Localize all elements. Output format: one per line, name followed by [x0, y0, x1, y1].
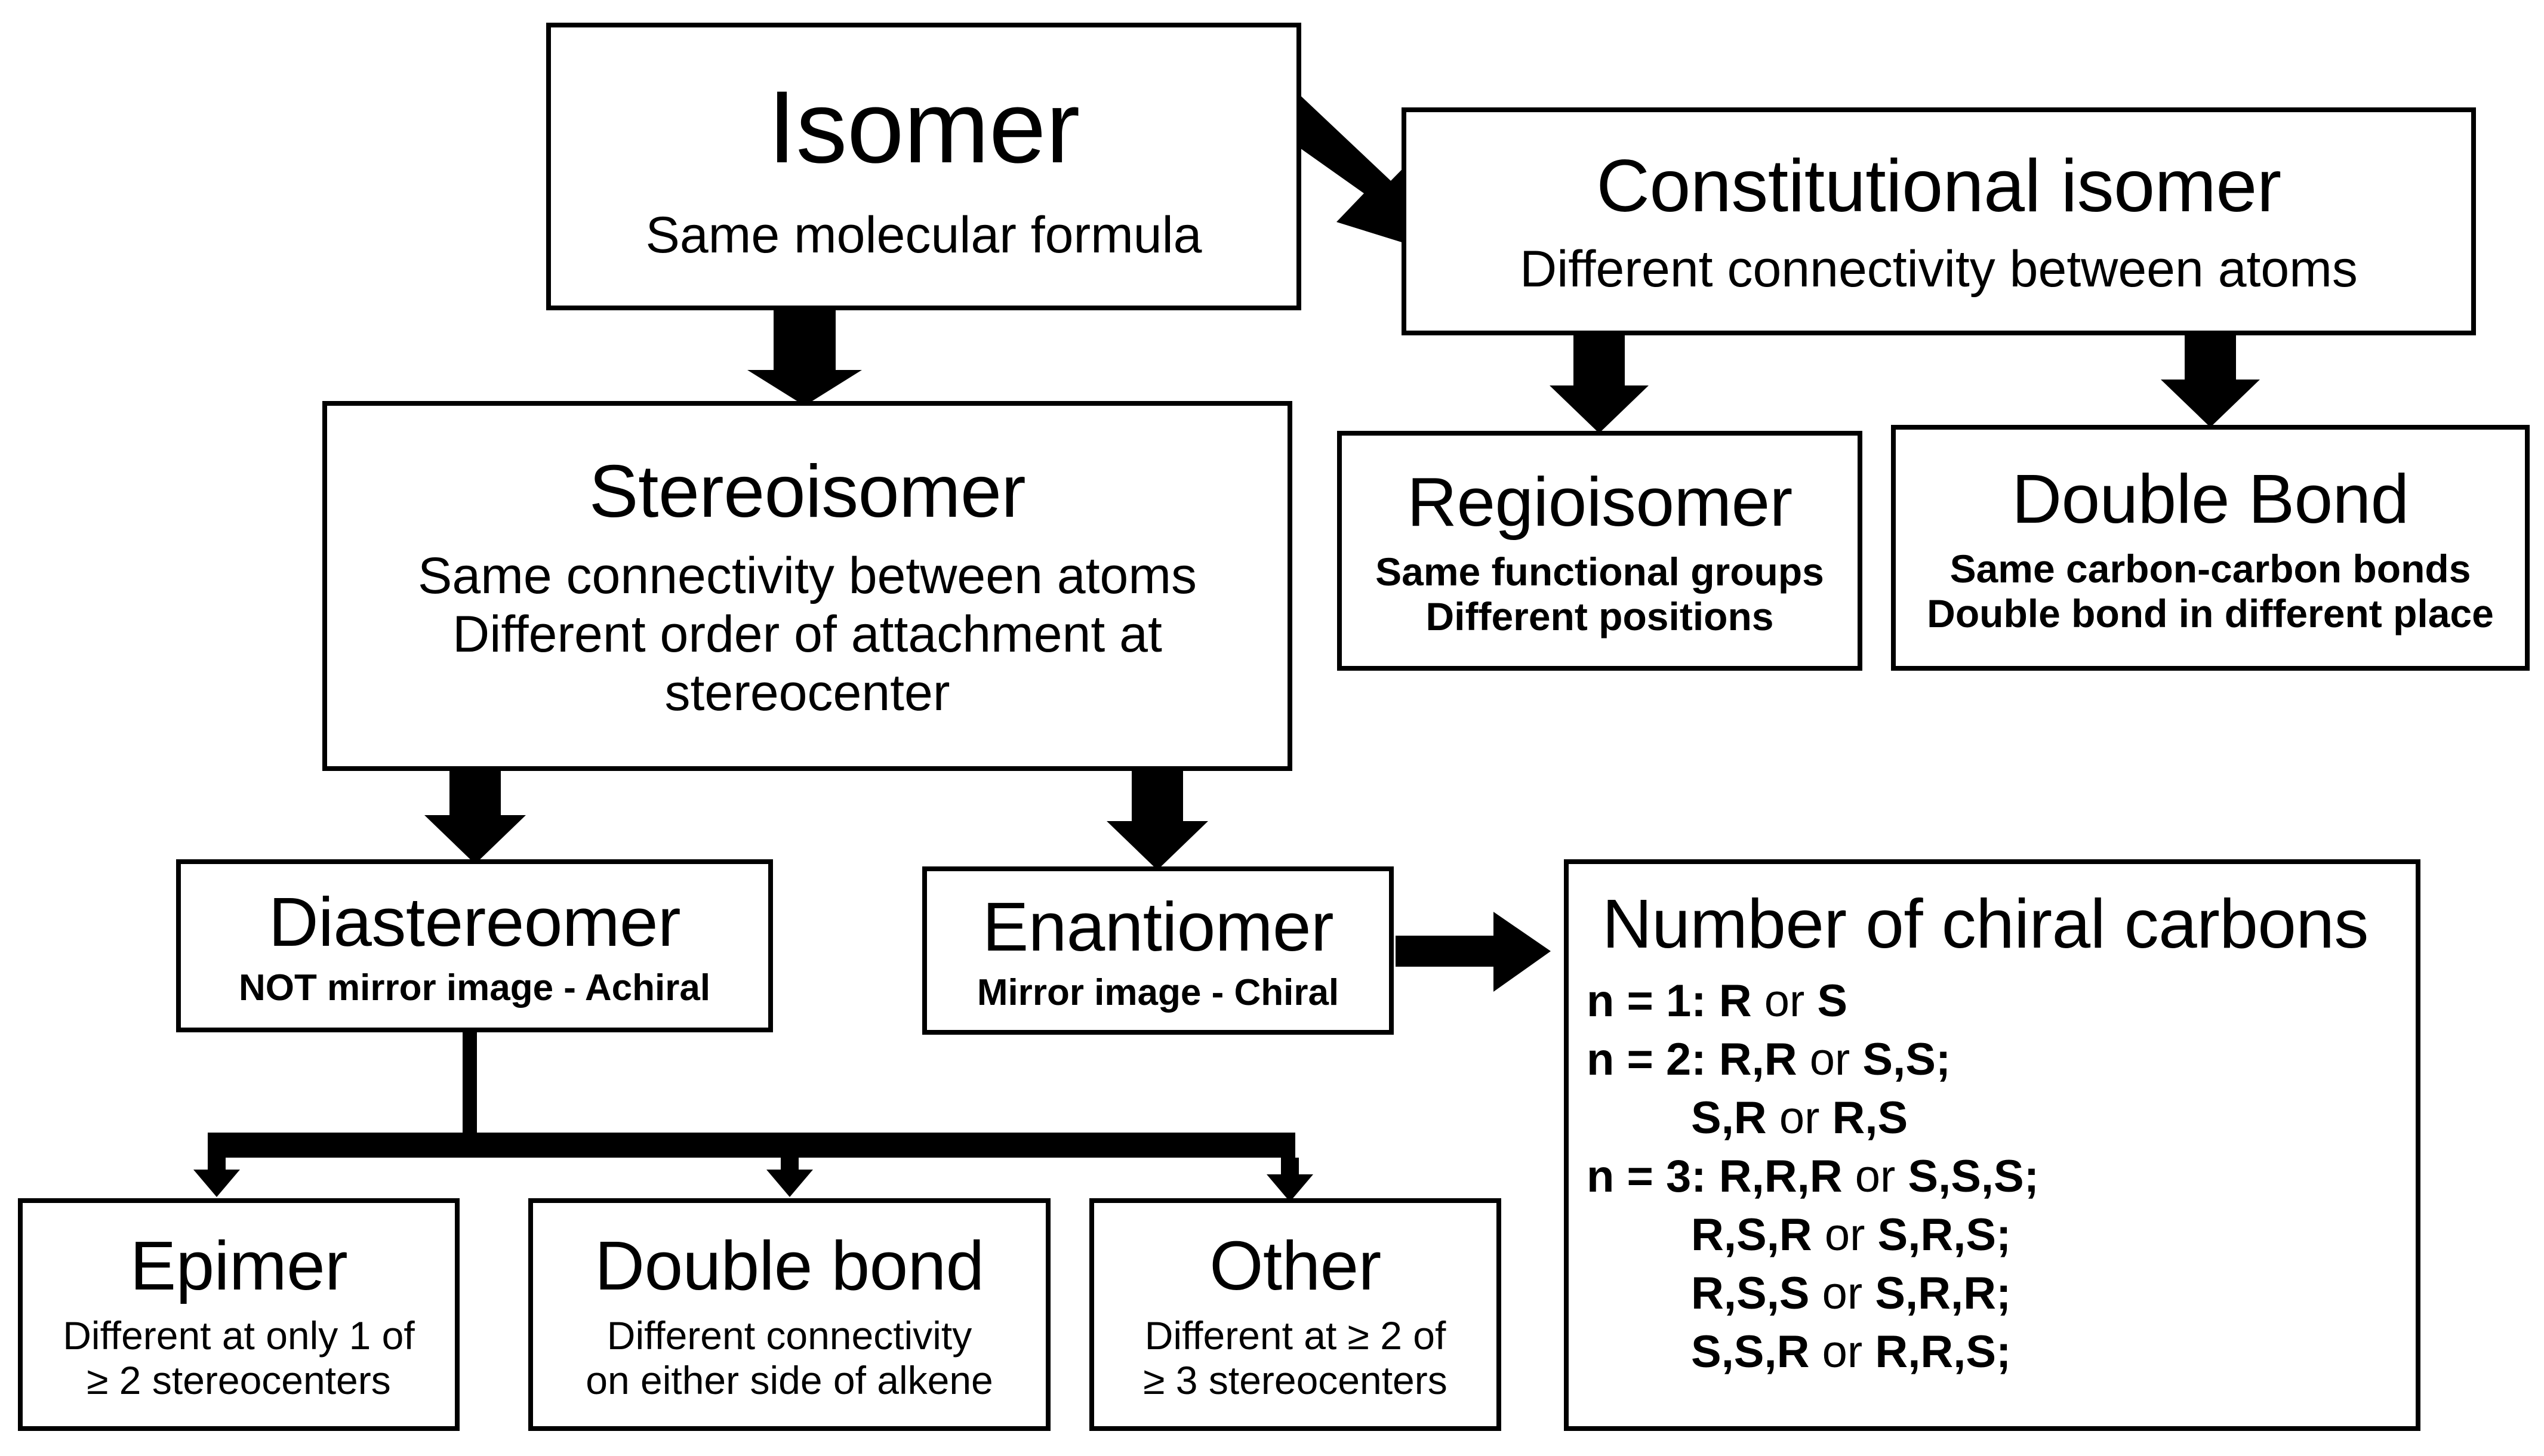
- node-isomer-title: Isomer: [768, 69, 1080, 184]
- chiral-config-line: n = 1: R or S: [1587, 979, 2039, 1024]
- node-enantiomer[interactable]: Enantiomer Mirror image - Chiral: [922, 866, 1394, 1035]
- node-double-bond-diastereomer-subtitle-1: Different connectivity: [606, 1313, 972, 1358]
- node-stereoisomer-subtitle-3: stereocenter: [664, 664, 950, 721]
- chiral-config-prefix: n = 2: R,R: [1587, 1034, 1810, 1085]
- chiral-config-suffix: R,R,S;: [1862, 1327, 2012, 1378]
- node-isomer[interactable]: Isomer Same molecular formula: [546, 23, 1301, 310]
- chiral-config-connector: or: [1809, 1034, 1850, 1085]
- node-epimer-subtitle-2: ≥ 2 stereocenters: [87, 1358, 391, 1403]
- chiral-config-prefix: S,R: [1691, 1093, 1779, 1144]
- arrow-isomer-to-stereoisomer: [747, 310, 862, 406]
- node-regioisomer-subtitle-1: Same functional groups: [1375, 549, 1824, 594]
- node-enantiomer-title: Enantiomer: [982, 887, 1334, 965]
- node-double-bond-diastereomer-subtitle-2: on either side of alkene: [586, 1358, 993, 1403]
- chiral-config-suffix: S,R,S;: [1865, 1210, 2012, 1261]
- arrow-constitutional-to-regioisomer: [1550, 335, 1649, 433]
- chiral-config-suffix: S,S,S;: [1895, 1151, 2040, 1202]
- node-stereoisomer-subtitle-1: Same connectivity between atoms: [418, 547, 1197, 604]
- chiral-config-connector: or: [1764, 976, 1805, 1027]
- node-other[interactable]: Other Different at ≥ 2 of ≥ 3 stereocent…: [1089, 1198, 1501, 1431]
- node-epimer-title: Epimer: [130, 1226, 348, 1304]
- node-constitutional-isomer-title: Constitutional isomer: [1596, 145, 2281, 228]
- node-chiral-carbons-title: Number of chiral carbons: [1602, 885, 2369, 963]
- node-other-title: Other: [1209, 1226, 1381, 1304]
- arrow-enantiomer-to-chiral-carbons: [1396, 912, 1551, 992]
- arrow-constitutional-to-double-bond: [2161, 335, 2260, 427]
- chiral-config-prefix: S,S,R: [1691, 1327, 1822, 1378]
- arrow-stereoisomer-to-enantiomer: [1107, 771, 1208, 870]
- chiral-config-connector: or: [1822, 1327, 1863, 1378]
- chiral-config-prefix: n = 3: R,R,R: [1587, 1151, 1855, 1202]
- node-double-bond-constitutional-title: Double Bond: [2012, 459, 2409, 538]
- node-diastereomer-title: Diastereomer: [268, 883, 681, 961]
- node-double-bond-constitutional-subtitle-2: Double bond in different place: [1927, 591, 2494, 636]
- chiral-config-line: S,S,R or R,R,S;: [1691, 1329, 2039, 1375]
- node-constitutional-isomer-subtitle: Different connectivity between atoms: [1520, 240, 2358, 298]
- chiral-config-line: R,S,S or S,R,R;: [1691, 1271, 2039, 1316]
- chiral-config-line: n = 3: R,R,R or S,S,S;: [1587, 1154, 2039, 1199]
- chiral-config-suffix: S,R,R;: [1862, 1268, 2012, 1319]
- node-epimer[interactable]: Epimer Different at only 1 of ≥ 2 stereo…: [18, 1198, 460, 1431]
- node-other-subtitle-2: ≥ 3 stereocenters: [1143, 1358, 1447, 1403]
- node-double-bond-diastereomer-title: Double bond: [595, 1226, 984, 1304]
- node-isomer-subtitle: Same molecular formula: [645, 206, 1202, 264]
- chiral-config-connector: or: [1855, 1151, 1896, 1202]
- chiral-config-line: n = 2: R,R or S,S;: [1587, 1037, 2039, 1082]
- chiral-config-suffix: S: [1804, 976, 1848, 1027]
- node-stereoisomer-subtitle-2: Different order of attachment at: [452, 605, 1162, 663]
- chiral-config-line: S,R or R,S: [1691, 1096, 2039, 1141]
- chiral-config-suffix: S,S;: [1850, 1034, 1951, 1085]
- node-enantiomer-subtitle: Mirror image - Chiral: [977, 971, 1339, 1013]
- branch-diastereomer-to-bottom-row: [193, 1032, 1313, 1202]
- chiral-config-suffix: R,S: [1819, 1093, 1908, 1144]
- node-stereoisomer-title: Stereoisomer: [589, 451, 1026, 533]
- chiral-config-line: R,S,R or S,R,S;: [1691, 1213, 2039, 1258]
- chiral-config-connector: or: [1779, 1093, 1820, 1144]
- node-diastereomer[interactable]: Diastereomer NOT mirror image - Achiral: [176, 859, 773, 1032]
- chiral-config-prefix: n = 1: R: [1587, 976, 1764, 1027]
- chiral-config-connector: or: [1822, 1268, 1863, 1319]
- node-double-bond-constitutional[interactable]: Double Bond Same carbon-carbon bonds Dou…: [1891, 425, 2530, 671]
- chiral-config-prefix: R,S,R: [1691, 1210, 1825, 1261]
- node-diastereomer-subtitle: NOT mirror image - Achiral: [238, 967, 711, 1008]
- node-epimer-subtitle-1: Different at only 1 of: [63, 1313, 415, 1358]
- chiral-config-prefix: R,S,S: [1691, 1268, 1822, 1319]
- node-double-bond-constitutional-subtitle-1: Same carbon-carbon bonds: [1949, 546, 2471, 591]
- node-regioisomer-subtitle-2: Different positions: [1425, 594, 1774, 639]
- chiral-config-connector: or: [1824, 1210, 1865, 1261]
- node-regioisomer[interactable]: Regioisomer Same functional groups Diffe…: [1337, 431, 1862, 671]
- node-double-bond-diastereomer[interactable]: Double bond Different connectivity on ei…: [528, 1198, 1051, 1431]
- arrow-stereoisomer-to-diastereomer: [424, 771, 526, 864]
- node-regioisomer-title: Regioisomer: [1407, 462, 1792, 541]
- node-other-subtitle-1: Different at ≥ 2 of: [1144, 1313, 1446, 1358]
- node-stereoisomer[interactable]: Stereoisomer Same connectivity between a…: [322, 401, 1292, 771]
- node-constitutional-isomer[interactable]: Constitutional isomer Different connecti…: [1402, 107, 2476, 335]
